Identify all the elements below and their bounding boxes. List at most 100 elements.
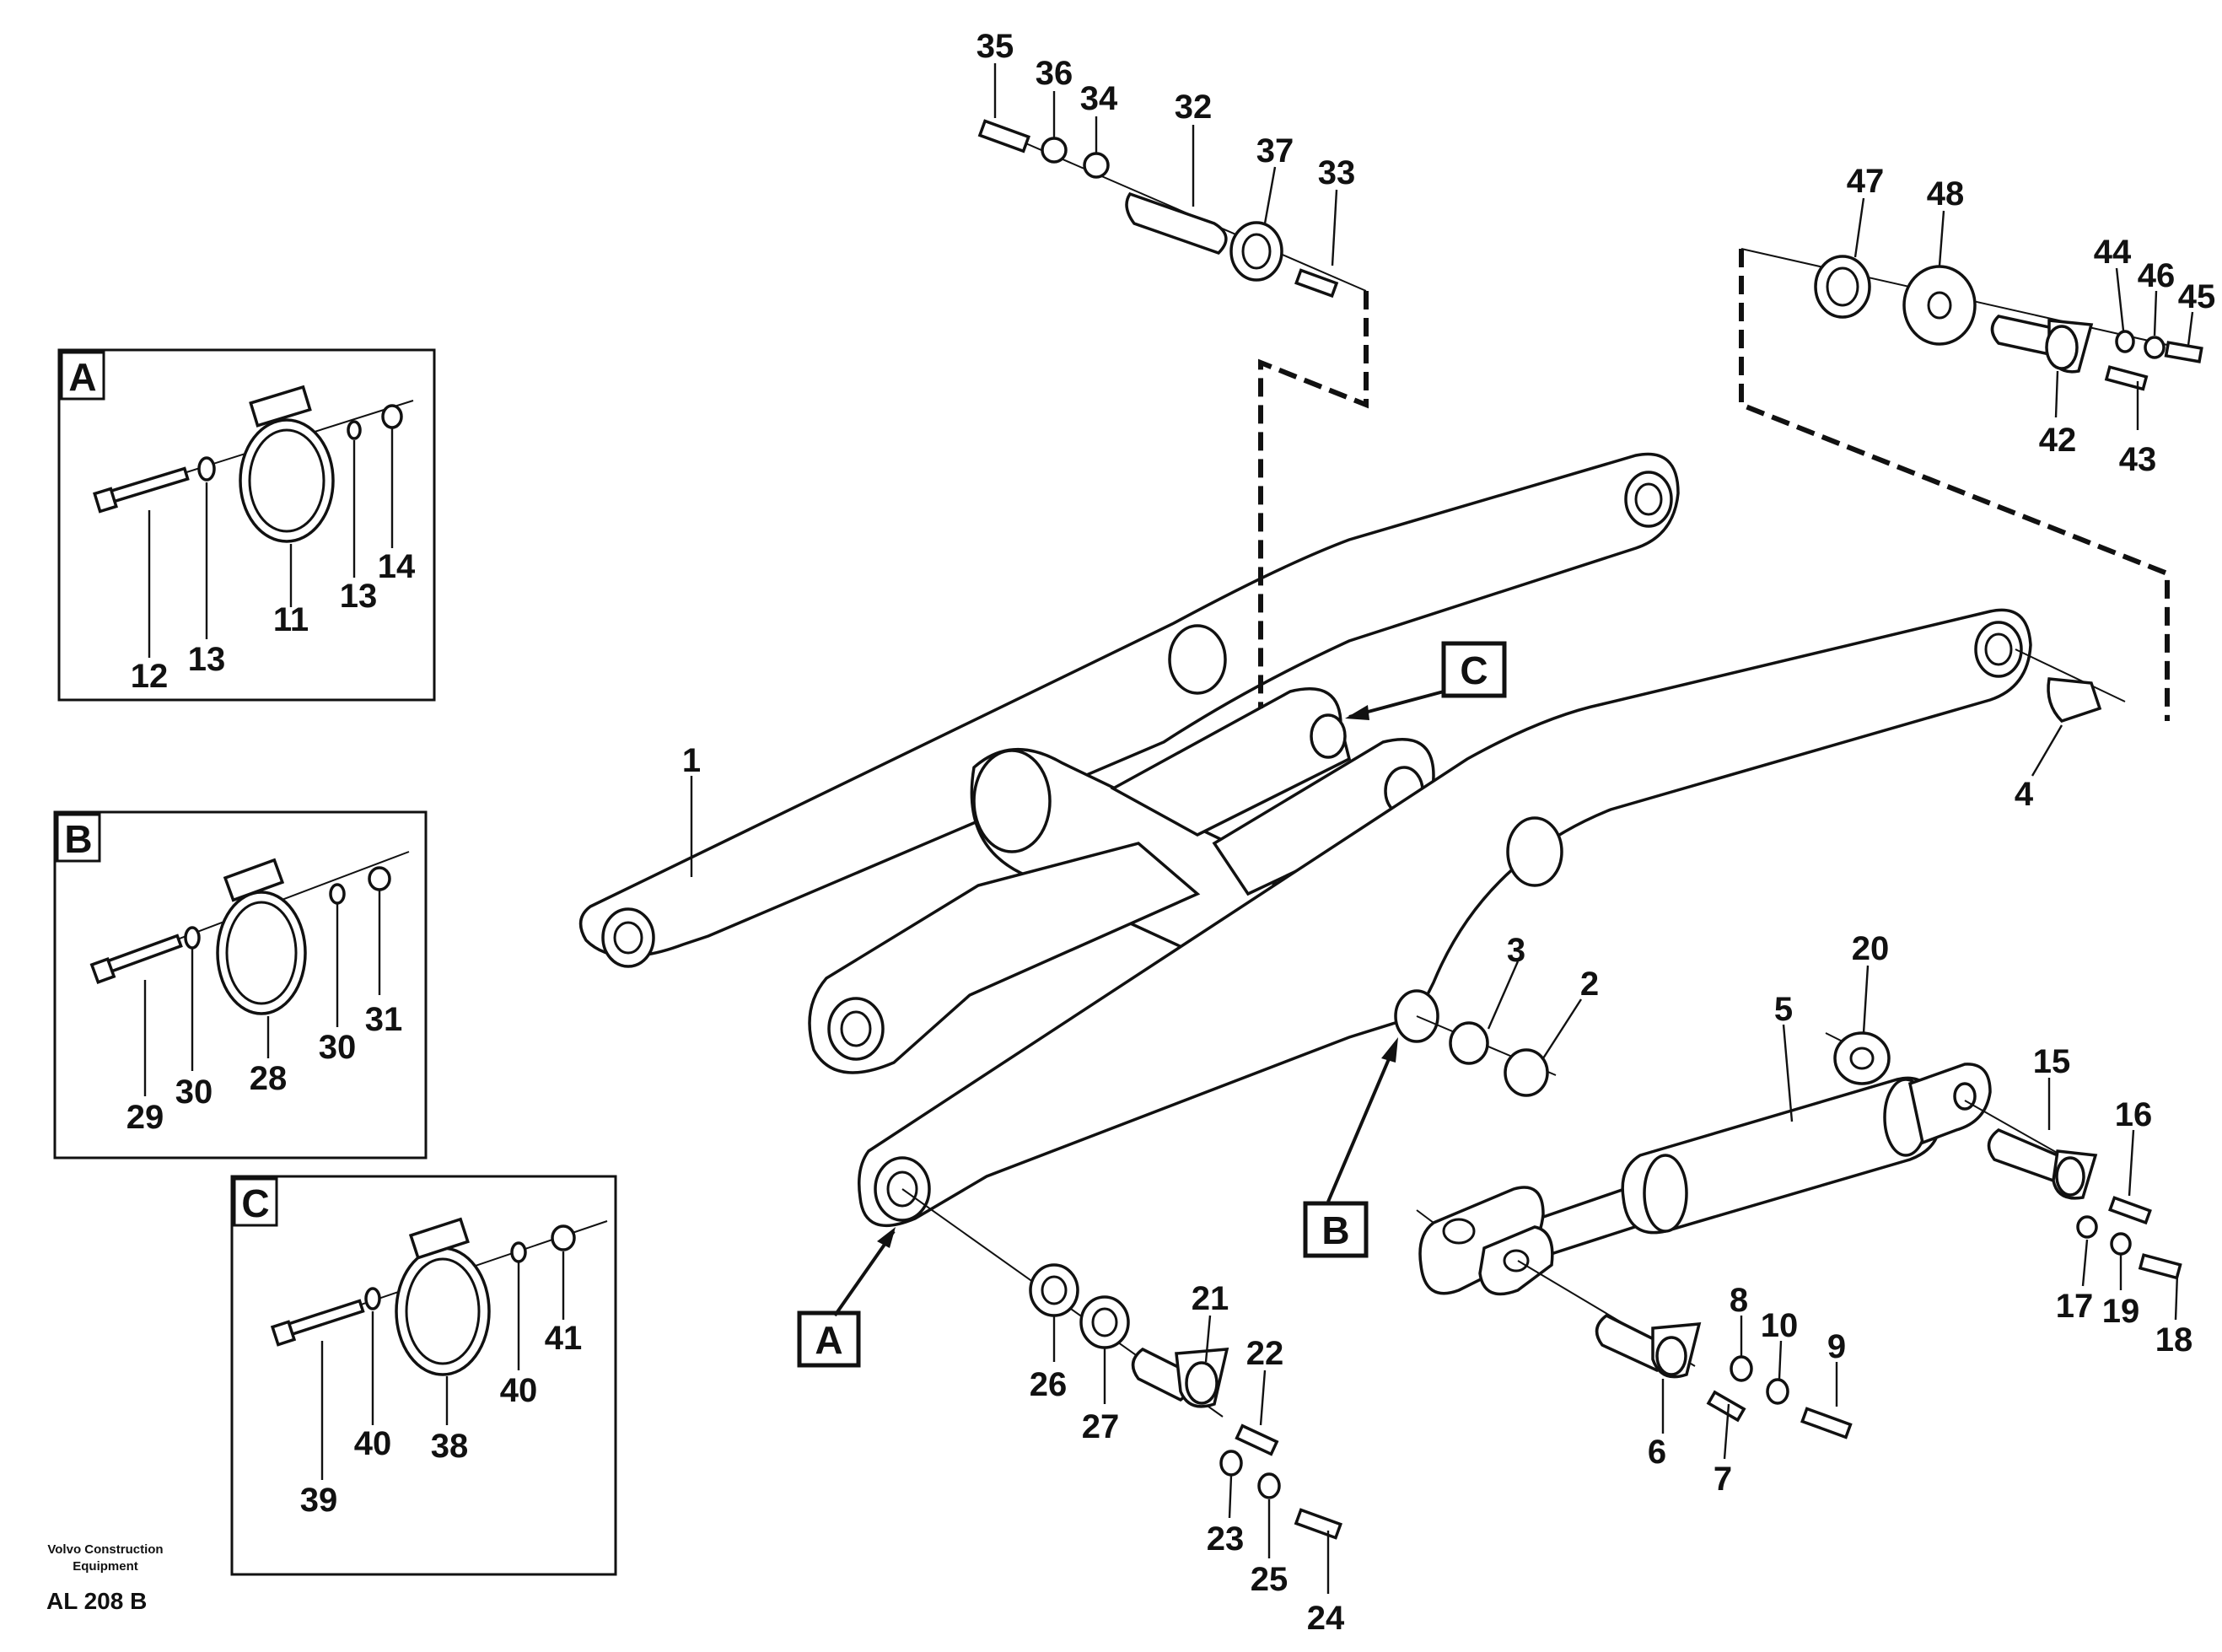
- washer-36: [1041, 137, 1068, 164]
- washer-13b: [347, 420, 362, 440]
- bushing-27: [1079, 1295, 1130, 1349]
- washer-23: [1219, 1450, 1243, 1477]
- marker-a-label: A: [815, 1318, 842, 1362]
- callout-47: 47: [1847, 163, 1885, 200]
- detail-box-c-frame: [230, 1175, 617, 1576]
- washer-30b: [329, 883, 346, 905]
- bolt-29: [104, 934, 183, 974]
- bushing-3: [1449, 1021, 1489, 1065]
- callout-9: 9: [1827, 1328, 1846, 1365]
- arm-hole-front: [1506, 816, 1563, 887]
- callout-19: 19: [2102, 1293, 2140, 1330]
- callout-5: 5: [1774, 991, 1793, 1028]
- callout-33: 33: [1318, 154, 1356, 191]
- lift-arm-front: [858, 608, 2032, 1228]
- callout-11: 11: [273, 601, 309, 638]
- callout-8: 8: [1730, 1282, 1748, 1319]
- bolt-12: [105, 466, 190, 504]
- callout-23: 23: [1207, 1520, 1245, 1558]
- clamp-28: [216, 891, 307, 1015]
- drawing-code: AL 208 B: [46, 1588, 147, 1614]
- bolt-45: [2164, 341, 2203, 363]
- detail-box-b-label: B: [64, 817, 92, 861]
- callout-22: 22: [1246, 1335, 1284, 1372]
- position-marker-b: B: [1303, 1037, 1398, 1258]
- callout-24: 24: [1307, 1600, 1345, 1637]
- callout-13b: 13: [340, 578, 378, 615]
- callout-35: 35: [976, 28, 1014, 65]
- lower-link: [808, 842, 1201, 1074]
- detail-box-b: B 29 30 28 30 31: [53, 810, 428, 1160]
- detail-box-a-frame: [57, 348, 436, 702]
- callout-39: 39: [300, 1482, 338, 1519]
- callout-32: 32: [1175, 89, 1213, 126]
- callout-37: 37: [1256, 132, 1294, 170]
- detail-box-b-tag: [56, 813, 101, 863]
- washer-13: [197, 456, 216, 482]
- washer-25: [1257, 1472, 1281, 1499]
- position-marker-c: C: [1345, 641, 1507, 720]
- bushing-4-group: [2015, 648, 2126, 777]
- lift-arm-assembly: [578, 452, 2032, 1228]
- callout-40b: 40: [500, 1372, 538, 1409]
- detail-box-a-label: A: [68, 355, 96, 399]
- callout-29: 29: [126, 1099, 164, 1136]
- bolt-35: [977, 119, 1031, 153]
- clamp-38: [395, 1246, 491, 1376]
- footer-company-line2: Equipment: [73, 1559, 138, 1574]
- callout-12: 12: [131, 658, 169, 695]
- callout-41: 41: [545, 1320, 583, 1357]
- detail-box-c-label: C: [241, 1181, 269, 1225]
- callout-2: 2: [1580, 966, 1599, 1003]
- washer-34: [1083, 152, 1110, 179]
- spacer-48: [1902, 265, 1977, 346]
- washer-40b: [510, 1241, 527, 1263]
- washer-20: [1833, 1031, 1891, 1085]
- marker-b-label: B: [1321, 1208, 1349, 1252]
- callout-30b: 30: [319, 1029, 357, 1066]
- pin-15: [1987, 1127, 2065, 1182]
- callout-30: 30: [175, 1074, 213, 1111]
- callout-17: 17: [2056, 1288, 2094, 1325]
- bushing-2: [1504, 1048, 1549, 1097]
- bolt-22: [1235, 1423, 1279, 1456]
- bushing-4: [2047, 677, 2102, 724]
- bolt-16: [2108, 1196, 2152, 1225]
- washer-46: [2144, 336, 2166, 359]
- callout-45: 45: [2178, 278, 2216, 315]
- callout-31: 31: [365, 1001, 403, 1038]
- washer-30: [184, 926, 201, 950]
- washer-8: [1730, 1355, 1753, 1382]
- detail-box-c-tag: [233, 1177, 278, 1227]
- nut-14: [381, 404, 403, 429]
- callout-25: 25: [1251, 1561, 1289, 1598]
- callout-18: 18: [2155, 1321, 2193, 1359]
- callout-38: 38: [431, 1428, 469, 1465]
- callout-3: 3: [1507, 932, 1525, 969]
- pin-32: [1125, 191, 1228, 256]
- nut-31: [368, 866, 391, 891]
- callout-1: 1: [682, 742, 701, 779]
- callout-4: 4: [2015, 776, 2034, 813]
- callout-21: 21: [1192, 1280, 1229, 1317]
- callout-34: 34: [1080, 80, 1118, 117]
- washer-17: [2076, 1215, 2098, 1239]
- footer: Volvo Construction Equipment AL 208 B: [46, 1542, 164, 1614]
- callout-42: 42: [2039, 422, 2077, 459]
- bolt-39: [285, 1299, 365, 1337]
- callout-27: 27: [1082, 1408, 1120, 1445]
- bottom-pin-assembly: [901, 1188, 1342, 1594]
- detail-box-a-tag: [60, 351, 105, 401]
- callout-13: 13: [188, 641, 226, 678]
- bolt-33: [1294, 268, 1339, 299]
- callout-46: 46: [2138, 257, 2176, 294]
- callout-20: 20: [1852, 930, 1890, 967]
- washer-19: [2110, 1232, 2132, 1256]
- detail-box-a: A 12 13 11 13 14: [57, 348, 436, 702]
- washer-44: [2115, 330, 2135, 353]
- nut-41: [551, 1224, 576, 1251]
- callout-6: 6: [1648, 1434, 1666, 1471]
- callout-15: 15: [2033, 1043, 2071, 1080]
- dashed-connectors: [1258, 249, 2170, 721]
